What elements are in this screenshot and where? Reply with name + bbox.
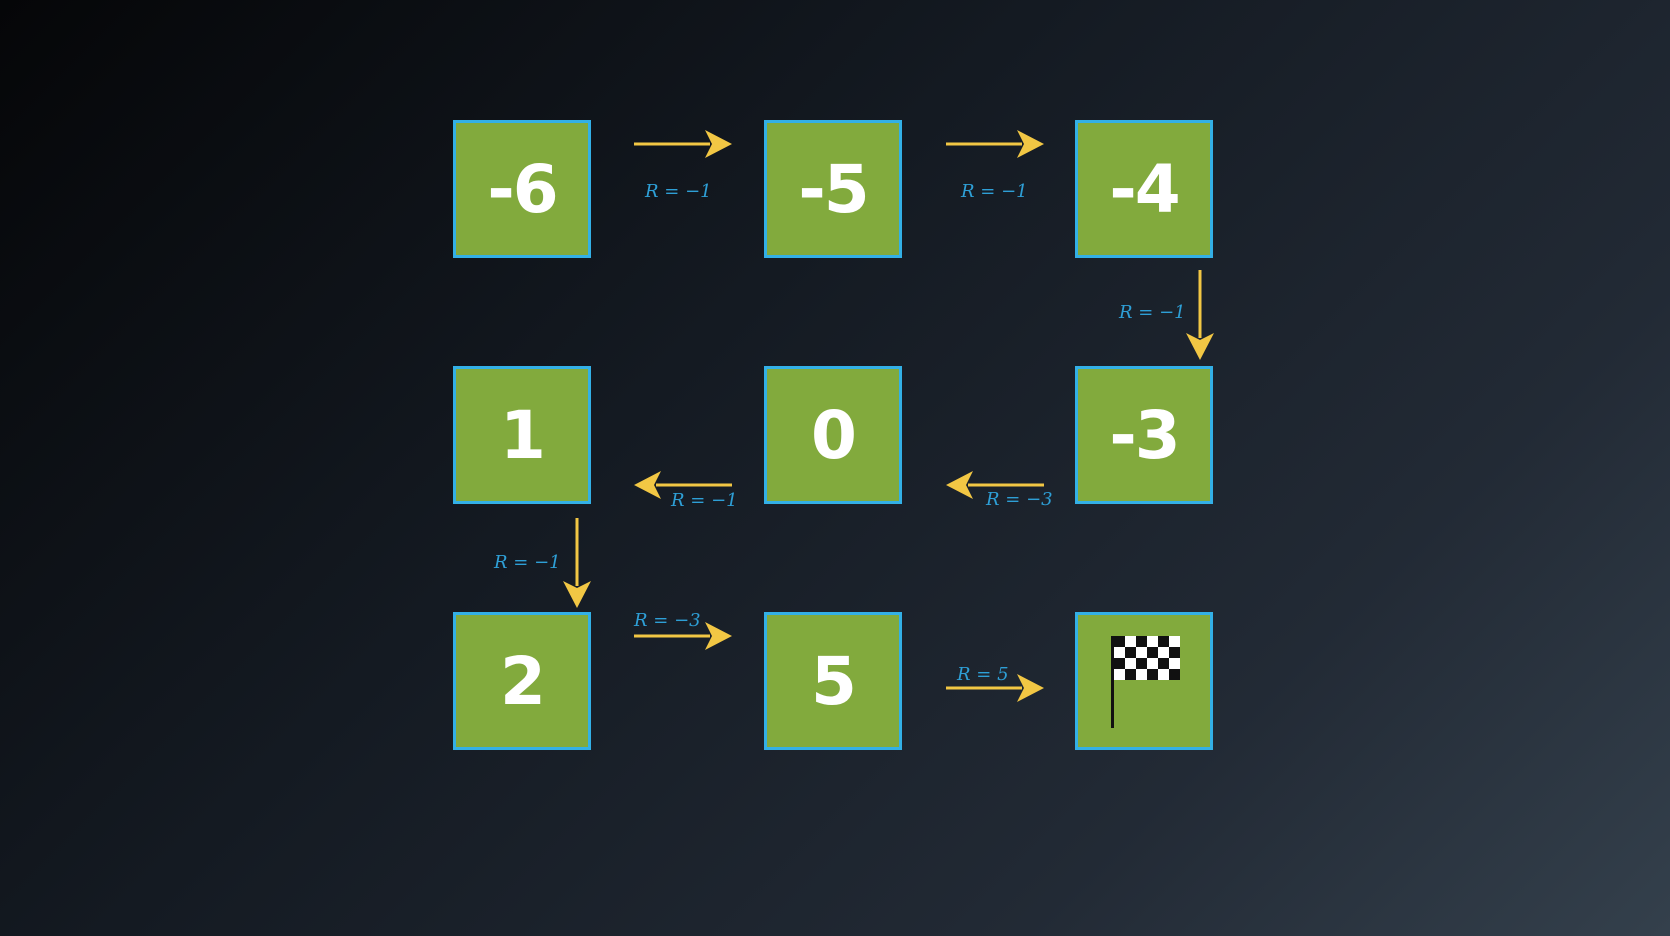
reward-label: R = −1 [494, 552, 561, 573]
reward-label: R = −3 [986, 489, 1053, 510]
state-cell: 0 [764, 366, 902, 504]
reward-label: R = −3 [634, 610, 701, 631]
arrow-head [634, 130, 732, 158]
state-cell: 1 [453, 366, 591, 504]
arrow-head [946, 471, 1044, 499]
arrow-head [946, 674, 1044, 702]
state-cell: -6 [453, 120, 591, 258]
arrow-head [563, 518, 591, 608]
state-cell: 2 [453, 612, 591, 750]
arrow-head [1186, 270, 1214, 360]
goal-cell [1075, 612, 1213, 750]
reward-label: R = −1 [645, 181, 712, 202]
state-cell: -4 [1075, 120, 1213, 258]
state-cell: 5 [764, 612, 902, 750]
state-cell: -5 [764, 120, 902, 258]
reward-label: R = 5 [957, 664, 1009, 685]
arrow-head [946, 130, 1044, 158]
reward-label: R = −1 [961, 181, 1028, 202]
reward-label: R = −1 [1119, 302, 1186, 323]
arrow-head [634, 471, 732, 499]
checkered-flag-icon [1111, 636, 1180, 728]
arrow-head [634, 622, 732, 650]
state-cell: -3 [1075, 366, 1213, 504]
reward-label: R = −1 [671, 490, 738, 511]
